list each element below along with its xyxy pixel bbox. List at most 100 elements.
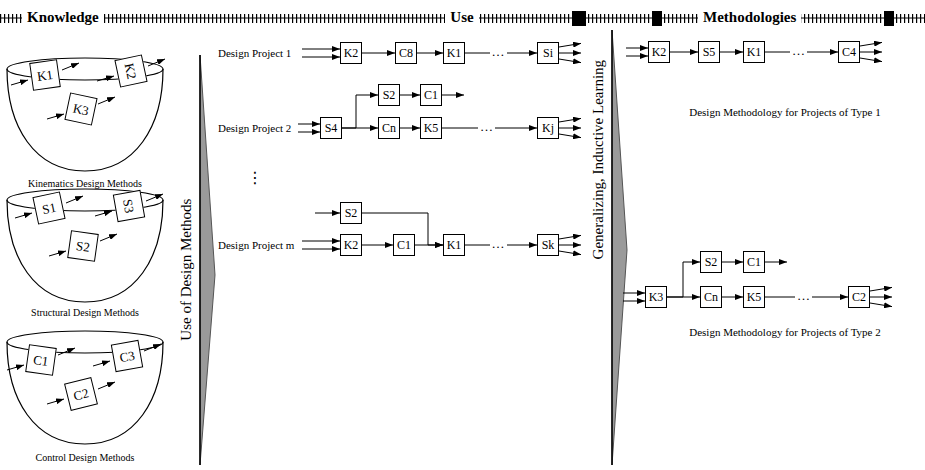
box-label: C1	[33, 353, 50, 368]
design-step-box: Sk	[537, 234, 559, 256]
box-label: K3	[649, 291, 664, 303]
box-label: S2	[75, 239, 90, 254]
banner-heading: Use	[445, 9, 478, 26]
box-label: K2	[344, 239, 359, 251]
ellipsis-label: …	[490, 237, 507, 252]
design-step-box: K2	[648, 41, 670, 63]
connector-arrow	[362, 53, 395, 54]
ellipsis-label: …	[790, 44, 807, 59]
method-arrow	[62, 63, 79, 70]
design-step-box: K5	[743, 286, 765, 308]
box-label: C2	[852, 291, 866, 303]
design-step-box: Cn	[700, 286, 722, 308]
design-step-box: C8	[395, 42, 417, 64]
box-label: K2	[344, 47, 359, 59]
box-label: S1	[41, 200, 57, 216]
output-arrow	[442, 95, 464, 96]
box-label: C2	[72, 386, 90, 402]
banner-bar	[884, 11, 894, 26]
box-label: K2	[652, 46, 667, 58]
connector-arrow	[667, 262, 700, 297]
design-step-box: C1	[393, 234, 415, 256]
method-arrow	[7, 365, 24, 370]
box-label: S2	[345, 207, 358, 219]
box-label: S3	[121, 198, 136, 214]
divider-wedge	[612, 30, 627, 465]
design-step-box: Si	[537, 42, 559, 64]
connector-arrow	[400, 128, 420, 129]
design-step-box: K2	[340, 234, 362, 256]
method-arrow	[98, 97, 115, 104]
box-label: C1	[424, 89, 438, 101]
design-method-bowl: Kinematics Design MethodsK1K2K3	[5, 55, 165, 192]
box-label: Cn	[704, 291, 718, 303]
box-label: Kj	[542, 122, 554, 134]
design-step-box: S2	[378, 84, 400, 106]
output-arrow	[870, 303, 892, 307]
connector-arrow	[720, 52, 743, 53]
output-arrow	[860, 58, 882, 62]
design-step-box: S4	[320, 117, 342, 139]
ellipsis-label: …	[478, 120, 495, 135]
bowl-body	[7, 69, 163, 171]
output-arrow	[765, 262, 787, 263]
design-method-bowl: Control Design Methods C1 C3C2	[5, 328, 165, 466]
design-step-box: K1	[443, 234, 465, 256]
box-label: S2	[705, 256, 718, 268]
method-arrow	[100, 234, 117, 241]
method-arrow	[148, 59, 165, 66]
connector-arrow	[362, 245, 393, 246]
method-arrow	[146, 194, 163, 201]
output-arrow	[559, 53, 581, 54]
bowl-caption: Control Design Methods	[5, 452, 165, 463]
box-label: Si	[543, 47, 553, 59]
box-label: K1	[447, 47, 462, 59]
caption-label: ⋮	[247, 169, 263, 187]
design-step-box: K5	[420, 117, 442, 139]
output-arrow	[559, 59, 581, 63]
method-box: K1	[29, 59, 61, 91]
box-label: K1	[747, 46, 762, 58]
method-box: K2	[114, 54, 147, 87]
box-label: K2	[123, 62, 139, 80]
method-arrow	[97, 76, 114, 81]
caption-label: Design Methodology for Projects of Type …	[689, 106, 881, 119]
connector-arrow	[342, 95, 378, 128]
connector-arrow	[670, 52, 698, 53]
banner-heading: Methodologies	[698, 9, 801, 26]
box-label: C8	[399, 47, 413, 59]
input-arrow	[302, 241, 340, 242]
method-box: C1	[25, 344, 57, 376]
banner-heading: Knowledge	[22, 9, 104, 26]
banner-bar	[572, 11, 586, 26]
design-step-box: S5	[698, 41, 720, 63]
method-arrow	[66, 196, 83, 203]
method-arrow	[93, 361, 110, 366]
input-arrow	[302, 49, 340, 50]
design-step-box: K1	[443, 42, 465, 64]
input-arrow	[623, 293, 645, 294]
caption-label: Design Project m	[218, 239, 294, 252]
design-step-box: C1	[420, 84, 442, 106]
output-arrow	[559, 43, 581, 47]
divider-caption: Use of Design Methods	[178, 199, 195, 341]
method-box: K3	[64, 92, 97, 125]
output-arrow	[559, 245, 581, 246]
banner-bar	[652, 11, 662, 26]
input-arrow	[315, 213, 340, 214]
design-step-box: K1	[743, 41, 765, 63]
method-arrow	[47, 399, 64, 404]
method-box: S2	[67, 230, 99, 262]
box-label: Cn	[382, 122, 396, 134]
output-arrow	[860, 42, 882, 46]
box-label: S2	[383, 89, 396, 101]
method-box: C3	[111, 340, 143, 372]
box-label: K1	[447, 239, 462, 251]
box-label: S5	[703, 46, 716, 58]
output-arrow	[559, 128, 581, 129]
box-label: K3	[72, 101, 90, 117]
input-arrow	[623, 301, 645, 302]
caption-label: Design Project 1	[218, 47, 291, 60]
connector-arrow	[342, 128, 378, 129]
